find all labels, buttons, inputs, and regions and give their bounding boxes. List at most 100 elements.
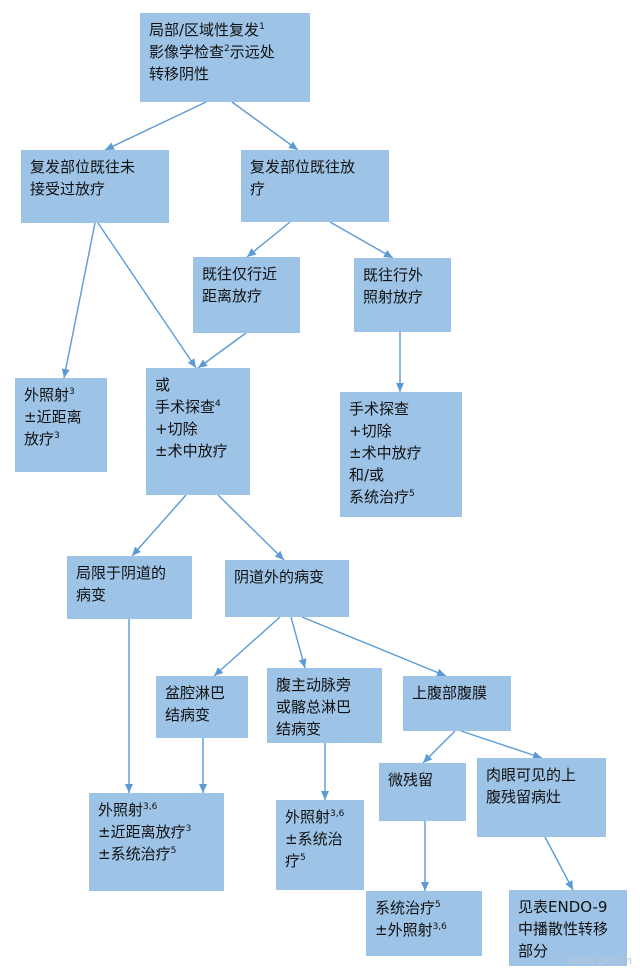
node-text: 腹残留病灶 — [486, 788, 562, 806]
node-ebrt-brachy: 外照射3±近距离放疗3 — [15, 378, 107, 472]
footnote-ref: 3 — [185, 824, 192, 834]
arrow-n3-n4 — [246, 221, 291, 258]
node-text-line: 系统治疗5 — [375, 897, 473, 919]
node-text-line: 系统治疗5 — [349, 486, 453, 508]
node-text: ±近距离放疗 — [98, 823, 186, 841]
footnote-ref: 5 — [409, 489, 415, 499]
node-text-line: 放疗3 — [24, 428, 98, 450]
node-text: 局部/区域性复发 — [149, 21, 260, 39]
node-text-line: 转移阴性 — [149, 63, 301, 85]
arrow-n7-n10 — [217, 494, 285, 561]
node-text-line: 复发部位既往未 — [30, 156, 160, 178]
node-text-line: 阴道外的病变 — [234, 566, 340, 588]
node-text: 上腹部腹膜 — [412, 684, 488, 702]
footnote-ref: 5 — [170, 846, 177, 856]
node-text-line: ±术中放疗 — [155, 440, 241, 462]
footnote-ref: 3 — [54, 431, 60, 441]
node-text: 腹主动脉旁 — [276, 676, 352, 694]
node-text-line: 既往行外 — [363, 264, 442, 286]
node-text: 复发部位既往未 — [30, 158, 136, 176]
node-text-line: 中播散性转移 — [518, 918, 618, 940]
node-text: 转移阴性 — [149, 65, 210, 83]
node-text: ±系统治疗 — [98, 845, 171, 863]
node-text: 微残留 — [388, 771, 434, 789]
arrow-n1-n2 — [104, 101, 207, 151]
node-upper-abdominal-peritoneum: 上腹部腹膜 — [403, 676, 511, 731]
node-text: ±外照射 — [375, 921, 433, 939]
node-text-line: 肉眼可见的上 — [486, 764, 597, 786]
arrow-n2-n7 — [97, 222, 197, 369]
footnote-ref: 2 — [224, 44, 230, 54]
node-text-line: ±系统治 — [285, 828, 355, 850]
footnote-ref: 4 — [215, 399, 221, 409]
node-text: 接受过放疗 — [30, 180, 106, 198]
arrow-n13-n15 — [460, 730, 543, 759]
node-ebrt-systemic: 外照射3,6±系统治疗5 — [276, 800, 364, 890]
node-text: ±术中放疗 — [155, 442, 228, 460]
node-text: ±术中放疗 — [349, 444, 422, 462]
node-text-line: ±术中放疗 — [349, 442, 453, 464]
node-text-line: 上腹部腹膜 — [412, 682, 502, 704]
node-text-line: 外照射3 — [24, 384, 98, 406]
node-text: 系统治疗 — [349, 488, 410, 506]
node-text: +切除 — [349, 422, 392, 440]
node-text-line: 腹主动脉旁 — [276, 674, 373, 696]
node-text: 距离放疗 — [202, 287, 263, 305]
arrow-n4-n7 — [197, 332, 247, 369]
node-text: 外照射 — [24, 386, 70, 404]
node-text-line: 局限于阴道的 — [76, 562, 183, 584]
node-text: 肉眼可见的上 — [486, 766, 577, 784]
node-prior-brachy-only: 既往仅行近距离放疗 — [193, 257, 300, 333]
node-text: ±近距离 — [24, 408, 82, 426]
node-systemic-ebrt: 系统治疗5±外照射3,6 — [366, 891, 482, 956]
node-text: 影像学检查 — [149, 43, 225, 61]
node-ebrt-brachy-systemic: 外照射3,6±近距离放疗3±系统治疗5 — [89, 793, 224, 891]
node-text: 复发部位既往放 — [250, 158, 356, 176]
footnote-ref: 5 — [300, 853, 306, 863]
node-text-line: 腹残留病灶 — [486, 786, 597, 808]
node-text-line: ±近距离 — [24, 406, 98, 428]
node-text: 见表ENDO-9 — [518, 898, 608, 916]
node-text: ±系统治 — [285, 830, 343, 848]
node-text-line: 病变 — [76, 584, 183, 606]
arrow-n15-n19 — [544, 836, 574, 891]
node-paraaortic-nodes: 腹主动脉旁或髂总淋巴结病变 — [267, 668, 382, 743]
node-pelvic-nodes: 盆腔淋巴结病变 — [156, 676, 248, 738]
footnote-ref: 3,6 — [143, 802, 158, 812]
node-text-line: 影像学检查2示远处 — [149, 41, 301, 63]
node-text-line: 既往仅行近 — [202, 263, 291, 285]
node-text-line: 见表ENDO-9 — [518, 896, 618, 918]
node-text-line: 疗 — [250, 178, 380, 200]
node-text: 病变 — [76, 586, 107, 604]
node-text-line: 复发部位既往放 — [250, 156, 380, 178]
arrow-n3-n5 — [329, 221, 394, 259]
node-text: 放疗 — [24, 430, 55, 448]
node-text-line: ±系统治疗5 — [98, 843, 215, 865]
node-text: 和/或 — [349, 466, 385, 484]
node-text-line: 照射放疗 — [363, 286, 442, 308]
node-text: 照射放疗 — [363, 288, 424, 306]
node-text-line: 微残留 — [388, 769, 457, 791]
watermark: www.gxy.cn — [567, 954, 632, 967]
arrow-n10-n13 — [301, 616, 447, 677]
node-text: 外照射 — [285, 808, 331, 826]
arrow-n2-n6 — [61, 222, 96, 379]
node-text: 外照射 — [98, 801, 144, 819]
arrow-n1-n3 — [231, 101, 299, 151]
node-text: 部分 — [518, 942, 549, 960]
node-text: 既往行外 — [363, 266, 424, 284]
node-text-line: 或髂总淋巴 — [276, 696, 373, 718]
node-text-line: 外照射3,6 — [98, 799, 215, 821]
arrow-n13-n14 — [422, 730, 456, 764]
node-text-line: +切除 — [349, 420, 453, 442]
node-microscopic-residual: 微残留 — [379, 763, 466, 821]
footnote-ref: 3 — [69, 387, 75, 397]
node-text-line: 或 — [155, 374, 241, 396]
node-surgical-exploration: 或手术探查4+切除±术中放疗 — [146, 368, 250, 495]
node-text-line: ±近距离放疗3 — [98, 821, 215, 843]
node-text-line: 距离放疗 — [202, 285, 291, 307]
node-text-line: 结病变 — [276, 718, 373, 740]
arrow-n7-n9 — [131, 494, 187, 557]
